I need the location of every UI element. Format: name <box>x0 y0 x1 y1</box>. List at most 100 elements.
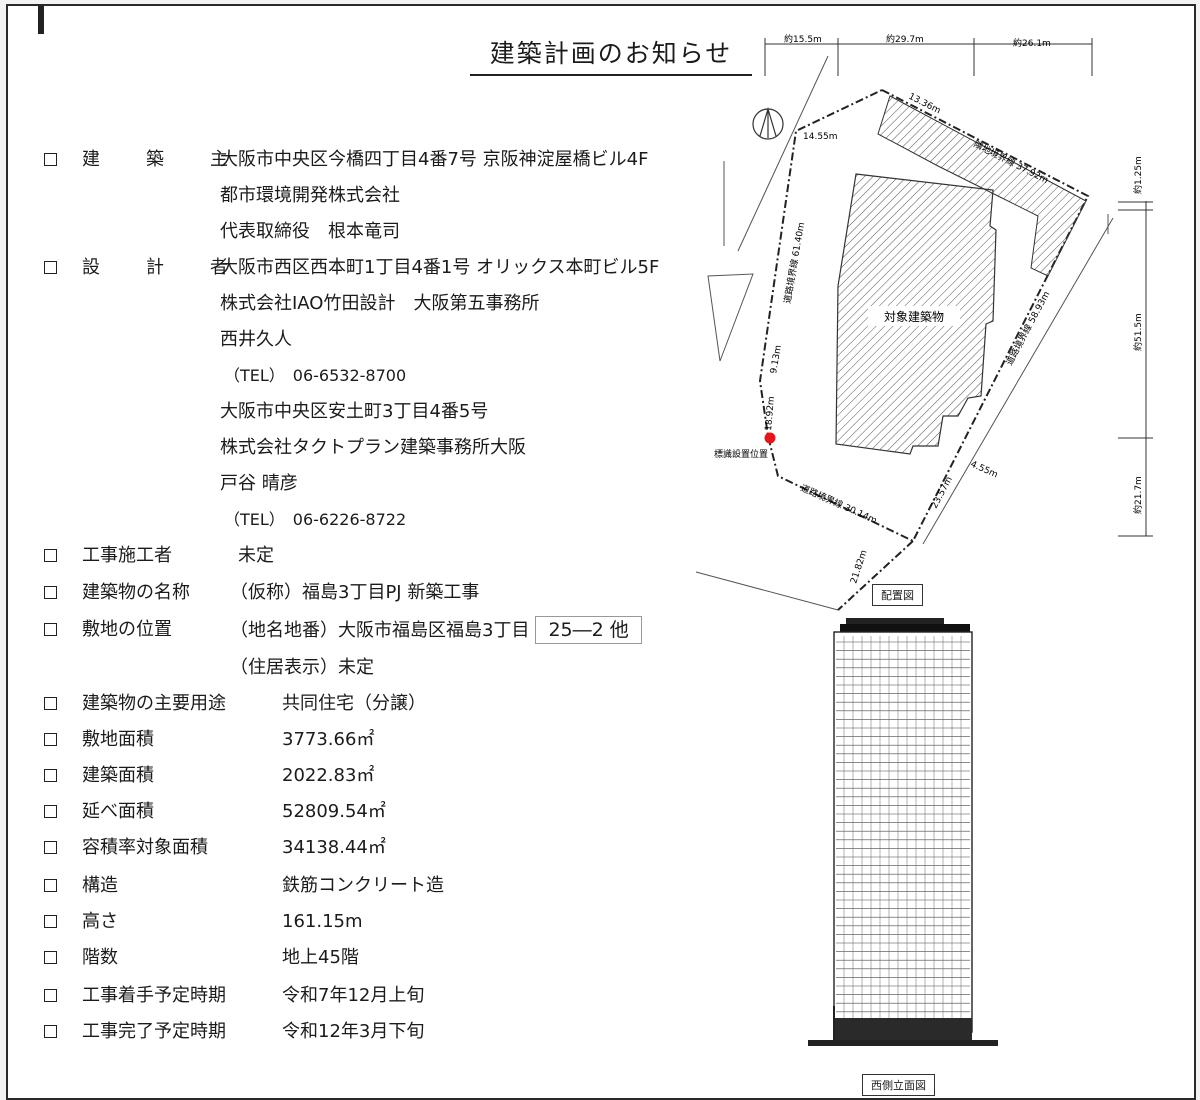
label-road-boundary-east: 道路境界線 58.93m <box>1003 289 1052 367</box>
item-value: 代表取締役 根本竜司 <box>220 221 400 242</box>
label-23-57: 23.57m <box>930 475 955 510</box>
checkbox-icon <box>44 623 57 636</box>
item-label: 高さ <box>82 911 118 932</box>
notice-title: 建築計画のお知らせ <box>470 34 752 76</box>
checkbox-icon <box>44 915 57 928</box>
site-plan-caption: 配置図 <box>872 584 923 606</box>
checkbox-icon <box>44 1025 57 1038</box>
item-label: 敷地の位置 <box>82 619 172 640</box>
item-designer-line: 戸谷 晴彦 <box>8 470 728 498</box>
item-label: 階数 <box>82 947 118 968</box>
adjacent-building <box>877 95 1087 277</box>
item-main-use: 建築物の主要用途 共同住宅（分譲） <box>8 690 728 718</box>
notice-board: 建築計画のお知らせ 建 築 主 大阪市中央区今橋四丁目4番7号 京阪神淀屋橋ビル… <box>6 4 1196 1100</box>
item-value: 令和12年3月下旬 <box>282 1021 425 1042</box>
checkbox-icon <box>44 879 57 892</box>
item-value: 2022.83㎡ <box>282 765 375 786</box>
elevation-caption: 西側立面図 <box>862 1074 935 1096</box>
item-value: （仮称）福島3丁目PJ 新築工事 <box>230 582 480 603</box>
dim-right-2: 約51.5m <box>1132 313 1144 351</box>
item-label: 建築面積 <box>82 765 154 786</box>
item-value: （地名地番）大阪市福島区福島3丁目 <box>230 620 530 641</box>
phone-number: （TEL） 06-6532-8700 <box>224 366 407 385</box>
label-road-boundary-west: 道路境界線 61.40m <box>781 221 807 304</box>
site-plan-diagram: 約15.5m 約29.7m 約26.1m 対象建築物 <box>695 33 1153 1046</box>
checkbox-icon <box>44 153 57 166</box>
item-structure: 構造 鉄筋コンクリート造 <box>8 872 728 900</box>
item-label: 工事着手予定時期 <box>82 985 226 1006</box>
dim-top-1: 約15.5m <box>784 33 822 45</box>
item-contractor: 工事施工者 未定 <box>8 542 728 570</box>
item-building-name: 建築物の名称 （仮称）福島3丁目PJ 新築工事 <box>8 579 728 607</box>
label-18-92: 18.92m <box>764 396 777 431</box>
item-owner-line: 代表取締役 根本竜司 <box>8 218 728 246</box>
item-far-area: 容積率対象面積 34138.44㎡ <box>8 834 728 862</box>
item-building-area: 建築面積 2022.83㎡ <box>8 762 728 790</box>
site-boundary <box>758 88 1090 543</box>
checkbox-icon <box>44 261 57 274</box>
item-label: 工事施工者 <box>82 545 172 566</box>
dim-right-1: 約1.25m <box>1132 156 1144 194</box>
item-total-floor-area: 延べ面積 52809.54㎡ <box>8 798 728 826</box>
item-designer-line: 株式会社IAO竹田設計 大阪第五事務所 <box>8 290 728 318</box>
item-value: 株式会社タクトプラン建築事務所大阪 <box>220 437 526 458</box>
item-value: 52809.54㎡ <box>282 801 386 822</box>
label-14-55: 14.55m <box>803 132 838 142</box>
north-arrow-icon <box>752 106 784 140</box>
label-9-13: 9.13m <box>769 344 784 374</box>
item-owner: 建 築 主 大阪市中央区今橋四丁目4番7号 京阪神淀屋橋ビル4F <box>8 146 728 174</box>
item-value: （住居表示）未定 <box>230 657 374 678</box>
item-value: 大阪市中央区今橋四丁目4番7号 京阪神淀屋橋ビル4F <box>220 149 649 170</box>
dim-right-3: 約21.7m <box>1132 476 1144 514</box>
label-21-82: 21.82m <box>849 549 869 585</box>
item-label: 建築物の名称 <box>82 582 190 603</box>
mounting-hole <box>38 6 44 34</box>
item-label: 延べ面積 <box>82 801 154 822</box>
item-designer-line: 大阪市中央区安土町3丁目4番5号 <box>8 398 728 426</box>
item-label: 設 計 者 <box>82 257 242 278</box>
item-floors: 階数 地上45階 <box>8 944 728 972</box>
target-building-label: 対象建築物 <box>884 309 944 324</box>
item-label: 構造 <box>82 875 118 896</box>
item-label: 敷地面積 <box>82 729 154 750</box>
item-value: 大阪市西区西本町1丁目4番1号 オリックス本町ビル5F <box>220 257 660 278</box>
checkbox-icon <box>44 989 57 1002</box>
item-value: 都市環境開発株式会社 <box>220 185 400 206</box>
item-value: 3773.66㎡ <box>282 729 375 750</box>
checkbox-icon <box>44 841 57 854</box>
item-owner-line: 都市環境開発株式会社 <box>8 182 728 210</box>
item-start-date: 工事着手予定時期 令和7年12月上旬 <box>8 982 728 1010</box>
item-designer-line: 株式会社タクトプラン建築事務所大阪 <box>8 434 728 462</box>
item-label: 建築物の主要用途 <box>82 693 226 714</box>
sign-location-label: 標識設置位置 <box>714 448 768 460</box>
dim-top-3: 約26.1m <box>1013 37 1051 49</box>
dim-top-2: 約29.7m <box>886 33 924 45</box>
item-label: 容積率対象面積 <box>82 837 208 858</box>
item-value: 161.15m <box>282 911 363 932</box>
item-designer-line: （TEL） 06-6226-8722 <box>8 506 728 534</box>
item-designer-line: （TEL） 06-6532-8700 <box>8 362 728 390</box>
item-designer-line: 西井久人 <box>8 326 728 354</box>
item-label: 建 築 主 <box>82 149 242 170</box>
checkbox-icon <box>44 805 57 818</box>
item-site-location-line: （住居表示）未定 <box>8 654 728 682</box>
item-value: 株式会社IAO竹田設計 大阪第五事務所 <box>220 293 540 314</box>
item-value: 西井久人 <box>220 329 292 350</box>
item-label: 工事完了予定時期 <box>82 1021 226 1042</box>
offset-line <box>922 217 1114 545</box>
item-height: 高さ 161.15m <box>8 908 728 936</box>
item-value: 地上45階 <box>282 947 359 968</box>
top-dimension-line <box>764 38 1093 76</box>
item-completion-date: 工事完了予定時期 令和12年3月下旬 <box>8 1018 728 1046</box>
item-site-area: 敷地面積 3773.66㎡ <box>8 726 728 754</box>
checkbox-icon <box>44 733 57 746</box>
checkbox-icon <box>44 549 57 562</box>
checkbox-icon <box>44 769 57 782</box>
label-road-boundary-south: 道路境界線 30.14m <box>799 482 879 526</box>
item-value: 34138.44㎡ <box>282 837 386 858</box>
phone-number: （TEL） 06-6226-8722 <box>224 510 407 529</box>
item-value: 鉄筋コンクリート造 <box>282 875 444 896</box>
lot-number-box: 25―2 他 <box>535 616 642 644</box>
target-label-bg <box>868 306 960 326</box>
